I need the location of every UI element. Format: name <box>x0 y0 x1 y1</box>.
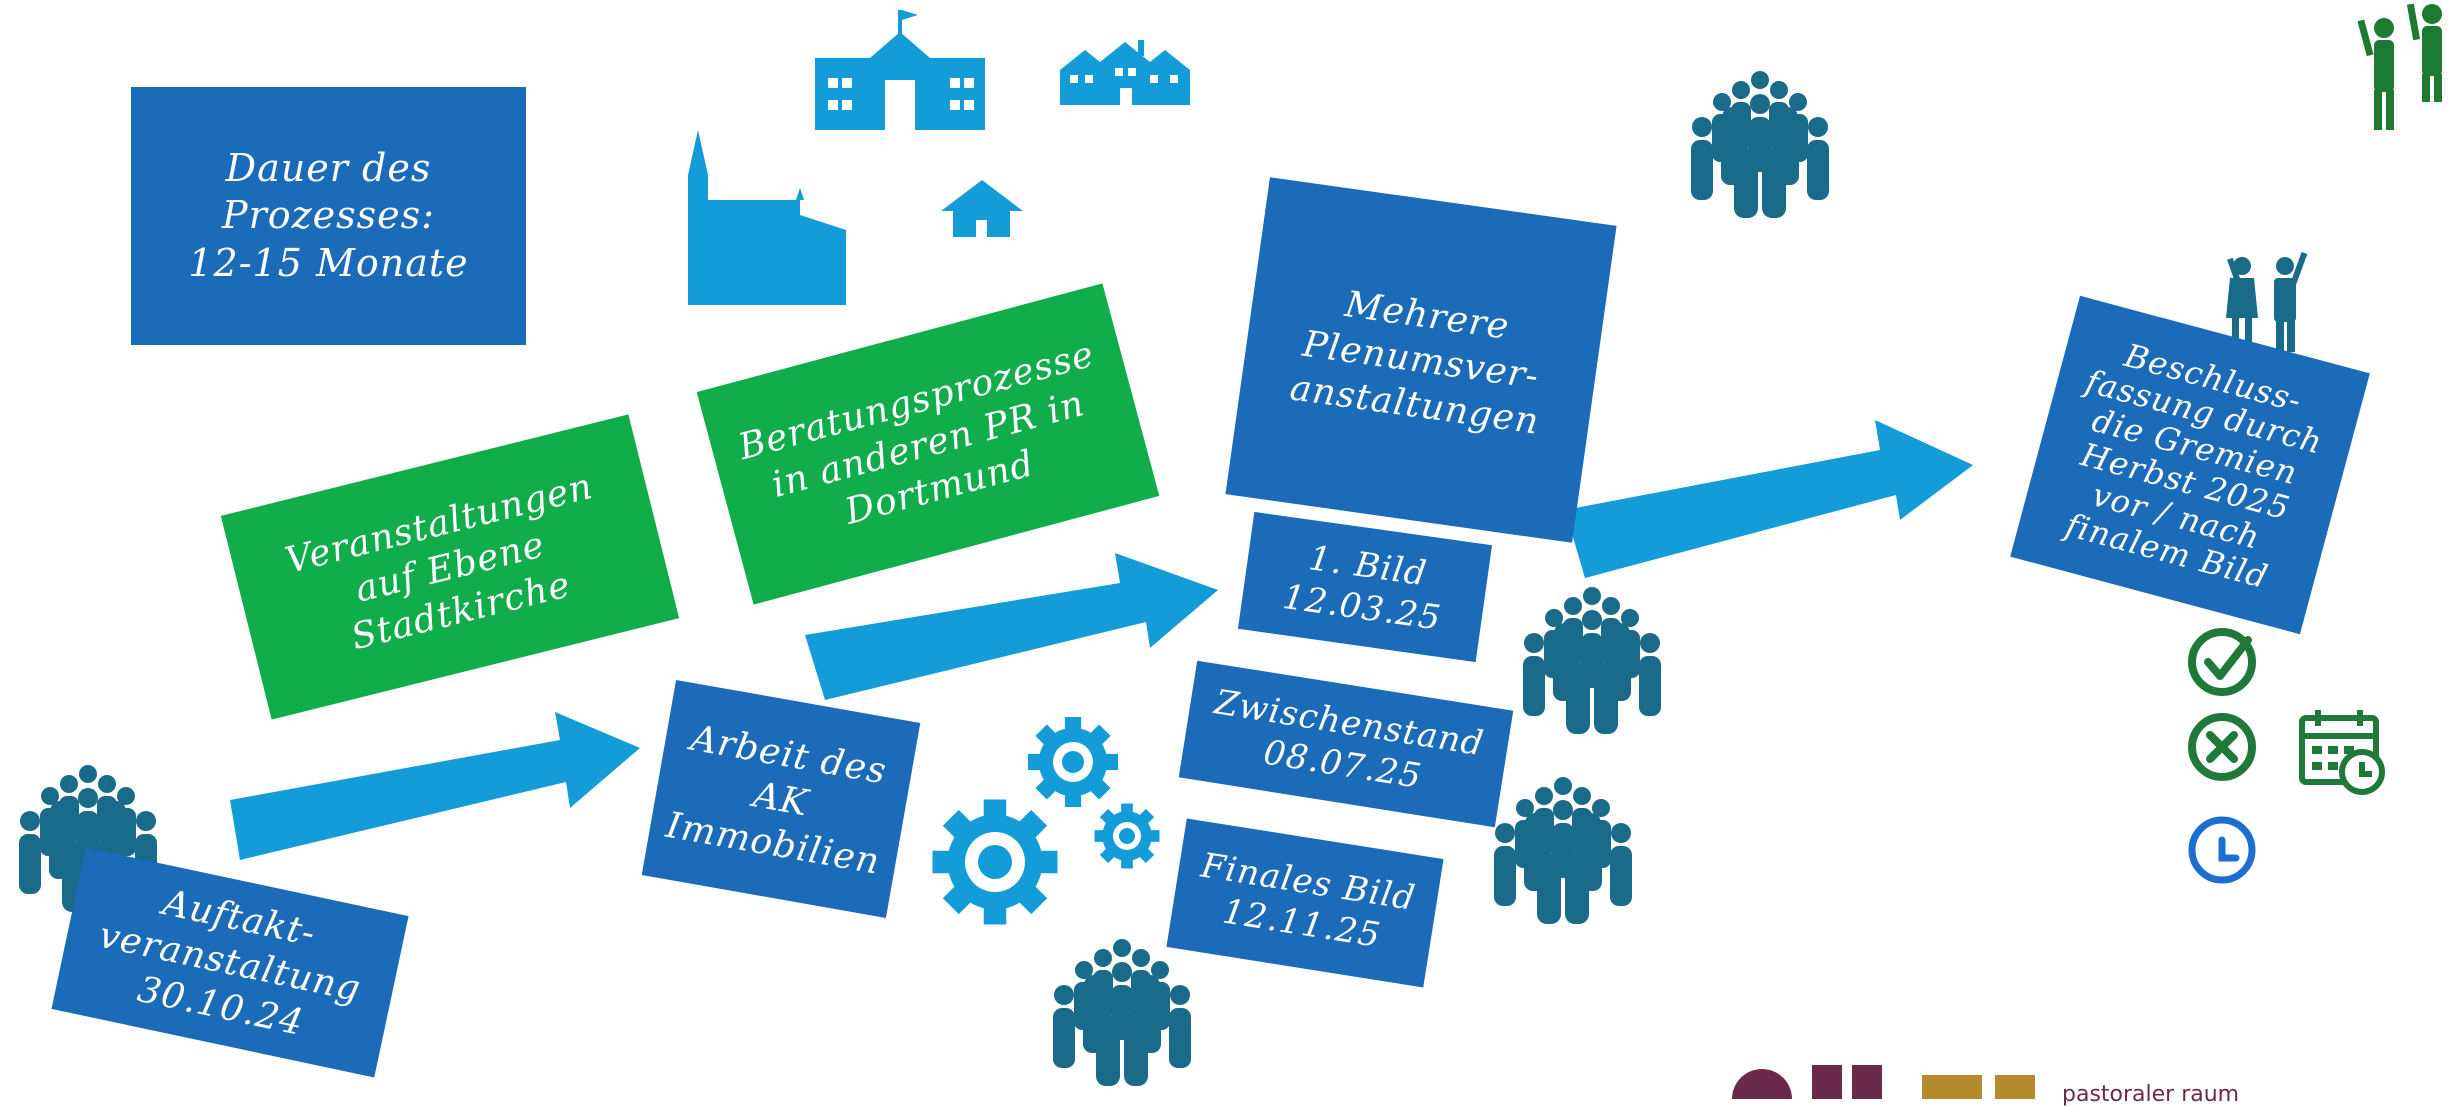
ak-work-box: Arbeit des AK Immobilien <box>641 679 921 919</box>
cancel-circle-icon <box>2188 713 2256 781</box>
waving-people-icon <box>2357 3 2442 130</box>
plenum-box: Mehrere Plenumsver- anstaltungen <box>1225 177 1617 543</box>
people-group-icon <box>1494 777 1632 924</box>
check-circle-icon <box>2188 628 2256 696</box>
arrow-1 <box>230 712 640 860</box>
events-city-text: Veranstaltungen auf Ebene Stadtkirche <box>281 465 597 658</box>
people-group-icon <box>1053 939 1191 1086</box>
people-group-icon <box>1523 587 1661 734</box>
pending-circle-icon <box>2188 816 2256 884</box>
home-icon <box>941 180 1023 237</box>
school-icon <box>815 10 985 130</box>
logo-text: pastoraler raum <box>2062 1082 2240 1107</box>
plenum-text: Mehrere Plenumsver- anstaltungen <box>1287 283 1542 443</box>
final-text: Finales Bild 12.11.25 <box>1198 845 1419 956</box>
houses-icon <box>1060 40 1190 105</box>
duration-text: Dauer des Prozesses: 12-15 Monate <box>188 145 469 285</box>
arrow-3 <box>1565 420 1973 578</box>
people-group-icon <box>1691 71 1829 218</box>
gears-icon <box>932 717 1160 925</box>
church-icon <box>688 130 846 305</box>
duration-box: Dauer des Prozesses: 12-15 Monate <box>131 87 526 345</box>
decision-text: Beschluss- fassung durch die Gremien Her… <box>2061 335 2327 596</box>
ak-work-text: Arbeit des AK Immobilien <box>663 717 890 883</box>
calendar-clock-icon <box>2299 710 2385 795</box>
celebrating-people-icon <box>2226 251 2308 352</box>
bild1-text: 1. Bild 12.03.25 <box>1280 537 1444 639</box>
arrow-2 <box>805 553 1218 700</box>
logo-mark <box>1732 1065 2035 1099</box>
